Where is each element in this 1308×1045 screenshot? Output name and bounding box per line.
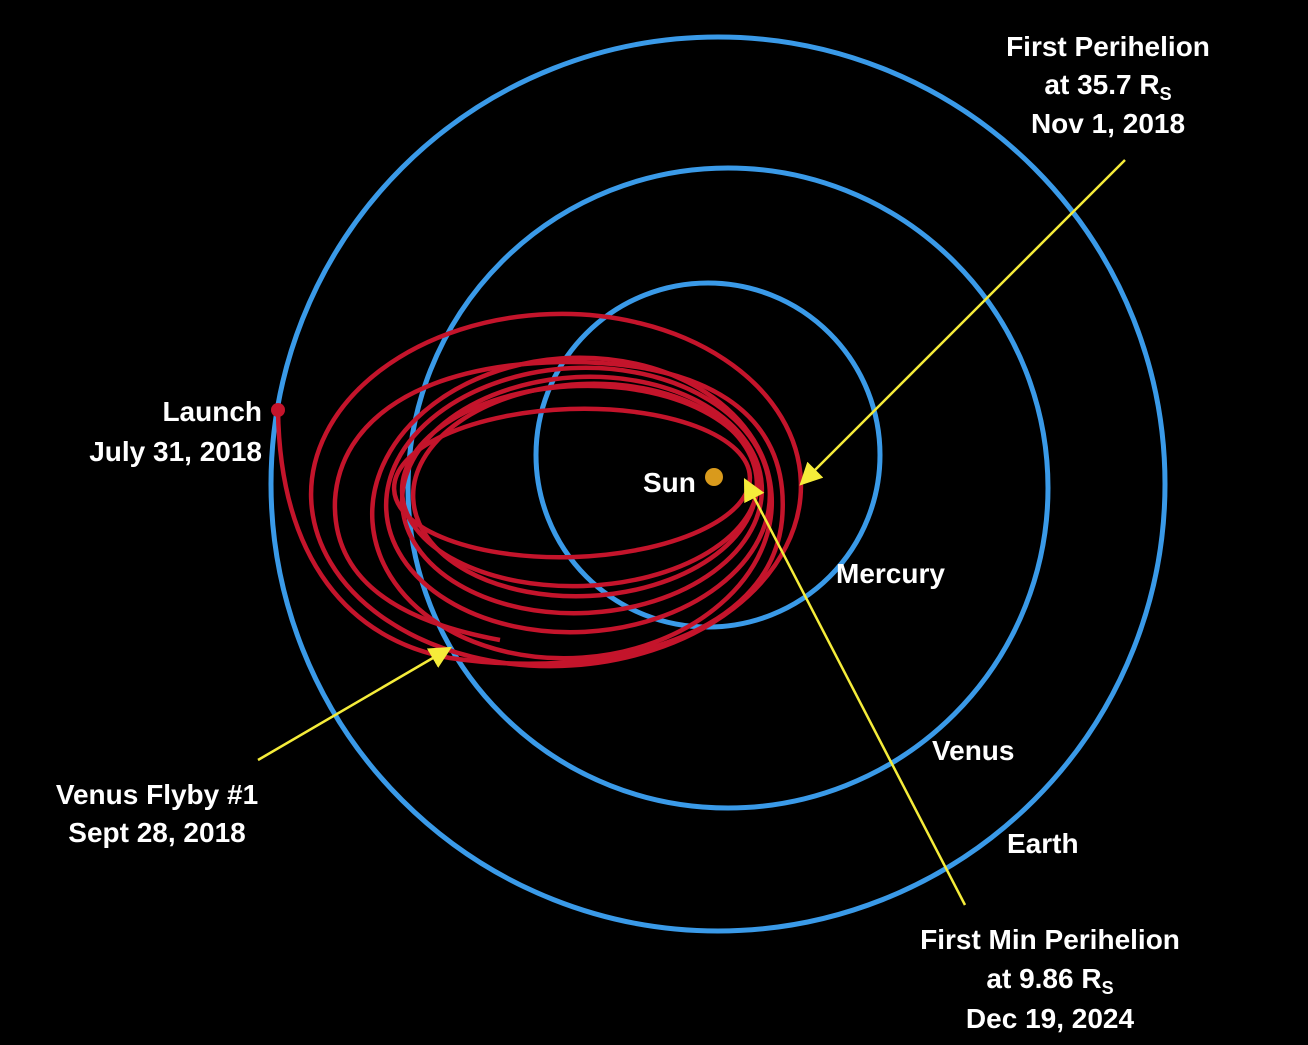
probe-orbit-7 [391,406,753,560]
min-perihelion-arrow [743,478,967,906]
earth-label: Earth [1007,828,1079,859]
launch-title: Launch [162,396,262,427]
probe-orbit-3 [383,365,773,635]
venus-orbit [405,165,1051,811]
launch-transfer-orbit [275,359,785,666]
venus-flyby-date: Sept 28, 2018 [68,817,245,848]
first-perihelion-arrow [799,159,1126,486]
min-perihelion-title: First Min Perihelion [920,924,1180,955]
min-perihelion-distance-sub: S [1102,978,1114,998]
earth-orbit [268,34,1168,934]
launch-point [271,403,285,417]
sun-icon [705,468,723,486]
first-perihelion-distance: at 35.7 RS [1044,69,1171,104]
first-perihelion-date: Nov 1, 2018 [1031,108,1185,139]
callout-arrows [257,159,1126,906]
min-perihelion-distance-main: at 9.86 R [986,963,1101,994]
first-perihelion-title: First Perihelion [1006,31,1210,62]
mercury-label: Mercury [836,558,945,589]
first-perihelion-distance-sub: S [1160,84,1172,104]
venus-label: Venus [932,735,1014,766]
launch-date: July 31, 2018 [89,436,262,467]
first-perihelion-distance-main: at 35.7 R [1044,69,1159,100]
sun-label: Sun [643,467,696,498]
venus-flyby-title: Venus Flyby #1 [56,779,258,810]
min-perihelion-distance: at 9.86 RS [986,963,1113,998]
venus-flyby-arrow [257,646,452,762]
min-perihelion-date: Dec 19, 2024 [966,1003,1135,1034]
